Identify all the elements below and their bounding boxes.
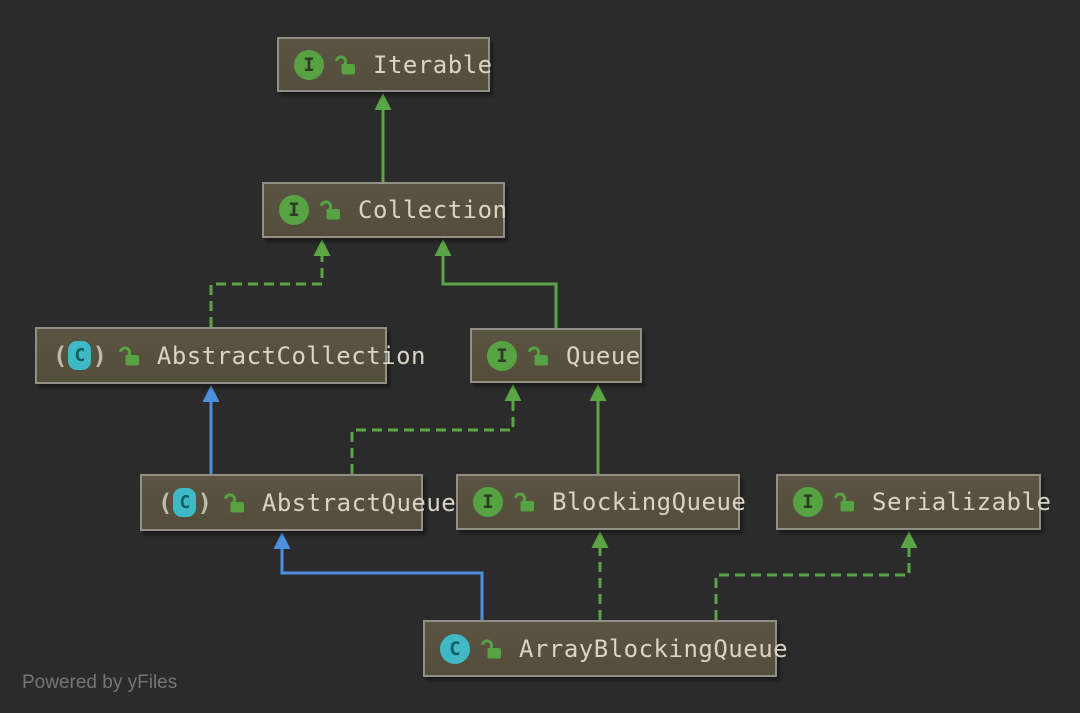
interface-icon: I xyxy=(473,487,503,517)
public-lock-icon xyxy=(479,638,503,660)
edge-abstract-queue-to-queue xyxy=(350,401,515,474)
public-lock-icon xyxy=(526,345,550,367)
node-abstract-queue[interactable]: ( C ) AbstractQueue xyxy=(140,474,456,531)
abstract-class-icon: ( C ) xyxy=(53,341,107,370)
class-icon: C xyxy=(440,633,470,664)
public-lock-icon xyxy=(333,54,357,76)
interface-icon: I xyxy=(294,49,324,80)
public-lock-icon xyxy=(117,345,141,367)
arrowhead-array-blocking-queue-to-serializable xyxy=(900,531,918,548)
arrowhead-blocking-queue-to-queue xyxy=(589,384,607,401)
node-label: Queue xyxy=(566,341,641,370)
arrowhead-abstract-queue-to-abstract-collection xyxy=(202,385,220,402)
node-label: AbstractCollection xyxy=(156,341,426,370)
arrowhead-abstract-collection-to-collection xyxy=(313,239,331,256)
node-queue[interactable]: I Queue xyxy=(470,328,642,383)
yfiles-watermark: Powered by yFiles xyxy=(22,672,178,693)
node-array-blocking-queue[interactable]: C ArrayBlockingQueue xyxy=(423,620,788,677)
node-label: Serializable xyxy=(872,488,1052,516)
edge-array-blocking-queue-to-serializable xyxy=(714,548,911,620)
node-label: ArrayBlockingQueue xyxy=(519,634,789,663)
interface-icon: I xyxy=(279,195,309,225)
interface-icon: I xyxy=(487,340,517,371)
public-lock-icon xyxy=(512,491,536,513)
edge-abstract-collection-to-collection xyxy=(209,256,324,327)
arrowhead-collection-to-iterable xyxy=(374,93,392,110)
node-label: AbstractQueue xyxy=(261,488,457,517)
public-lock-icon xyxy=(318,199,342,221)
interface-icon: I xyxy=(793,487,823,517)
arrowhead-array-blocking-queue-to-abstract-queue xyxy=(273,532,291,549)
node-abstract-collection[interactable]: ( C ) AbstractCollection xyxy=(35,327,425,384)
edge-queue-to-collection xyxy=(441,256,558,328)
public-lock-icon xyxy=(832,491,856,513)
node-label: BlockingQueue xyxy=(552,488,747,516)
arrowhead-queue-to-collection xyxy=(434,239,452,256)
arrowhead-array-blocking-queue-to-blocking-queue xyxy=(591,531,609,548)
arrowhead-abstract-queue-to-queue xyxy=(504,384,522,401)
node-collection[interactable]: I Collection xyxy=(262,182,508,238)
node-blocking-queue[interactable]: I BlockingQueue xyxy=(456,474,746,530)
edge-array-blocking-queue-to-abstract-queue xyxy=(280,549,484,620)
node-label: Collection xyxy=(358,196,508,224)
node-serializable[interactable]: I Serializable xyxy=(776,474,1051,530)
node-iterable[interactable]: I Iterable xyxy=(277,37,493,92)
public-lock-icon xyxy=(222,492,246,514)
abstract-class-icon: ( C ) xyxy=(158,488,212,517)
node-label: Iterable xyxy=(373,50,493,79)
